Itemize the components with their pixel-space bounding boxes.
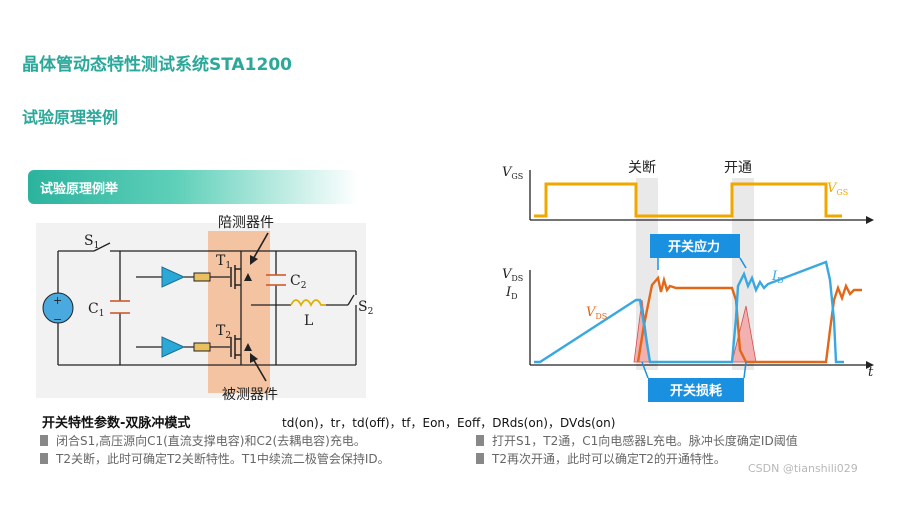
bullet-icon <box>40 453 48 464</box>
label-l: L <box>304 313 313 329</box>
label-s2: S2 <box>358 299 373 317</box>
dut-highlight-region <box>208 231 270 393</box>
id-axis-label: ID <box>505 285 518 301</box>
source-minus: − <box>53 313 62 326</box>
label-s1: S1 <box>84 233 99 251</box>
loss-callout-box <box>648 378 744 402</box>
step-item: T2再次开通，此时可以确定T2的开通特性。 <box>476 450 726 467</box>
loss-callout-label: 开关损耗 <box>670 383 722 399</box>
vds-trace-label: VDS <box>586 305 607 321</box>
label-t1: T1 <box>216 253 231 271</box>
id-trace-label: ID <box>771 269 784 285</box>
id-trace <box>534 260 844 364</box>
bullet-icon <box>476 453 484 464</box>
voltage-source <box>42 292 74 324</box>
inductor-coil <box>290 299 326 308</box>
label-companion-device: 陪测器件 <box>218 215 274 231</box>
vds-trace <box>636 275 862 364</box>
vgs-axis-label: VGS <box>502 165 523 181</box>
step-item: 打开S1，T2通，C1向电感器L充电。脉冲长度确定ID阈值 <box>476 432 798 449</box>
stress-callout-box <box>650 234 740 258</box>
source-plus: + <box>53 294 62 307</box>
turn-off-label: 关断 <box>628 160 656 176</box>
section-subtitle: 试验原理举例 <box>22 108 119 127</box>
watermark: CSDN @tianshili029 <box>748 462 858 475</box>
page-title: 晶体管动态特性测试系统STA1200 <box>22 55 292 75</box>
label-t2: T2 <box>216 323 231 341</box>
gate-driver-top <box>161 266 186 288</box>
stress-callout-label: 开关应力 <box>668 239 720 255</box>
vgs-trace-label: VGS <box>827 181 848 197</box>
double-pulse-waveform: VGS VGS 关断 开通 VDS ID VDS ID t 开关应力 开关损耗 <box>502 160 874 402</box>
step-item: T2关断，此时可确定T2关断特性。T1中续流二极管会保持ID。 <box>40 450 390 467</box>
principle-banner: 试验原理例举 <box>28 170 358 204</box>
bullet-icon <box>476 435 484 446</box>
switching-parameters: td(on)，tr，td(off)，tf，Eon，Eoff，DRds(on)，D… <box>282 416 616 430</box>
gate-driver-bottom <box>161 336 186 358</box>
label-device-under-test: 被测器件 <box>222 387 278 403</box>
banner-label: 试验原理例举 <box>40 182 119 197</box>
vgs-trace <box>534 182 842 218</box>
double-pulse-circuit-diagram: + − S1 C1 T1 T2 C2 L S2 陪测器件 被测器件 <box>36 215 373 403</box>
gate-resistor-bottom <box>193 342 211 352</box>
diode-bottom <box>244 343 252 351</box>
vds-axis-label: VDS <box>502 267 523 283</box>
label-c2: C2 <box>290 273 306 291</box>
double-pulse-mode-title: 开关特性参数-双脉冲模式 <box>42 416 191 431</box>
circuit-background <box>36 223 366 398</box>
label-c1: C1 <box>88 301 104 319</box>
step-item: 闭合S1,高压源向C1(直流支撑电容)和C2(去耦电容)充电。 <box>40 432 366 449</box>
bullet-icon <box>40 435 48 446</box>
turn-on-label: 开通 <box>724 160 752 176</box>
diode-top <box>244 273 252 281</box>
time-axis-label: t <box>868 365 874 380</box>
gate-resistor-top <box>193 272 211 282</box>
